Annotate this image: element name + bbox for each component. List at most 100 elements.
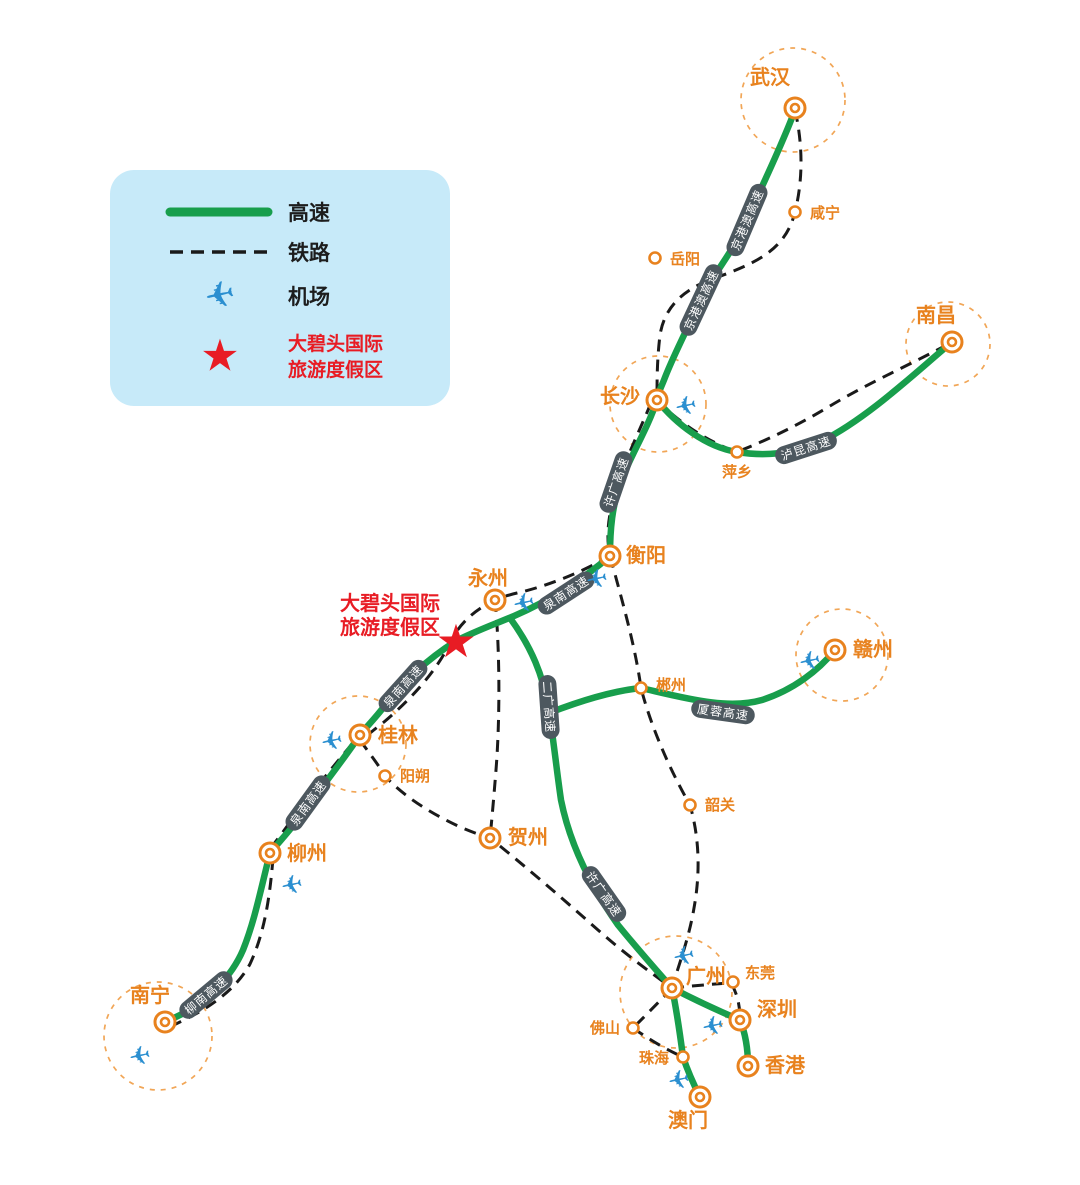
legend-railway-label: 铁路: [288, 241, 331, 265]
city-label: 咸宁: [810, 204, 840, 222]
city-marker-inner: [484, 832, 496, 844]
city-label: 南宁: [130, 983, 170, 1007]
legend-airport-label: 机场: [288, 285, 330, 309]
expressway-badge: 泉南高速: [378, 659, 428, 713]
expressway-badge-label: 二广高速: [540, 681, 559, 734]
town-marker: [378, 769, 392, 783]
city-label: 澳门: [668, 1108, 708, 1132]
town-marker: [683, 798, 697, 812]
city-marker-inner: [651, 394, 663, 406]
city-halo-circle: [619, 935, 733, 1049]
town-marker: [626, 1021, 640, 1035]
town-marker: [730, 445, 744, 459]
expressway-badge: 厦蓉高速: [691, 699, 755, 725]
city-label: 深圳: [757, 997, 797, 1021]
city-halo-circle: [103, 981, 213, 1091]
city-南昌: 南昌: [916, 303, 964, 354]
town-marker: [648, 251, 662, 265]
city-marker-inner: [159, 1016, 171, 1028]
city-marker-inner: [789, 102, 801, 114]
city-marker-inner: [604, 550, 616, 562]
city-marker-inner: [829, 644, 841, 656]
city-衡阳: 衡阳: [598, 543, 666, 568]
legend-resort-label-line2: 旅游度假区: [288, 358, 383, 381]
city-赣州: 赣州: [823, 637, 893, 662]
expressway-badge-bg: [679, 264, 723, 336]
city-广州: 广州: [660, 964, 726, 1000]
city-label: 桂林: [377, 723, 418, 747]
city-label: 东莞: [745, 964, 775, 982]
town-marker: [726, 975, 740, 989]
city-marker-inner: [694, 1091, 706, 1103]
railway-liuzhou-nanning: [166, 857, 275, 1030]
railway-hengyang-yongzhou-guilin: [360, 554, 611, 742]
city-label: 赣州: [853, 637, 893, 661]
city-岳阳: 岳阳: [648, 250, 700, 268]
expressway-badge-label: 许广高速: [583, 868, 625, 919]
city-label: 香港: [765, 1053, 806, 1077]
expressway-badge-label: 厦蓉高速: [696, 701, 750, 723]
expressway-badge: 柳南高速: [179, 971, 233, 1019]
city-阳朔: 阳朔: [378, 767, 430, 785]
resort-star-icon: ★: [435, 614, 476, 668]
city-label: 佛山: [589, 1019, 620, 1037]
city-label: 岳阳: [670, 250, 700, 268]
city-萍乡: 萍乡: [722, 445, 752, 481]
airport-icon: ✈: [126, 1040, 154, 1074]
expressway-badge-label: 京港澳高速: [680, 267, 721, 332]
highway-chenzhou-ganzhou: [545, 646, 839, 717]
city-永州: 永州: [467, 566, 508, 612]
city-南宁: 南宁: [130, 983, 177, 1034]
city-marker-inner: [946, 336, 958, 348]
city-label: 广州: [686, 964, 726, 988]
highway-nanchang-pingxiang-changsha: [653, 338, 956, 458]
expressway-badge-bg: [179, 971, 233, 1019]
city-韶关: 韶关: [683, 796, 735, 814]
city-武汉: 武汉: [750, 65, 807, 120]
city-halo-circle: [740, 47, 846, 153]
city-label: 长沙: [600, 384, 640, 408]
city-深圳: 深圳: [728, 997, 797, 1032]
town-marker: [634, 681, 648, 695]
city-halo-circle: [795, 608, 889, 702]
city-marker-inner: [734, 1014, 746, 1026]
city-柳州: 柳州: [258, 841, 327, 865]
legend-highway-label: 高速: [288, 201, 330, 225]
expressway-badge-label: 许广高速: [600, 455, 631, 509]
city-澳门: 澳门: [668, 1085, 712, 1132]
city-咸宁: 咸宁: [788, 204, 840, 222]
expressway-badge: 许广高速: [581, 866, 627, 922]
city-label: 阳朔: [400, 767, 430, 785]
highway-resort-south-guangzhou: [506, 614, 676, 992]
expressway-badge: 许广高速: [599, 451, 633, 513]
city-长沙: 长沙: [600, 384, 669, 412]
city-marker-inner: [666, 982, 678, 994]
expressway-badge: 京港澳高速: [679, 264, 723, 336]
expressway-badge-bg: [581, 866, 627, 922]
airport-icon: ✈: [318, 725, 346, 759]
city-贺州: 贺州: [478, 825, 548, 850]
city-label: 贺州: [508, 825, 548, 849]
expressway-badge-bg: [599, 451, 633, 513]
city-halo-circle: [609, 355, 707, 453]
expressway-badge-label: 泸昆高速: [779, 433, 833, 463]
airport-icon: ✈: [278, 869, 306, 903]
city-marker-inner: [489, 594, 501, 606]
town-marker: [676, 1050, 690, 1064]
airport-icon: ✈: [670, 940, 698, 974]
expressway-badge-bg: [538, 675, 560, 739]
expressway-badge-label: 泉南高速: [287, 778, 330, 829]
expressway-badge-bg: [378, 659, 428, 713]
expressway-badge-bg: [285, 775, 331, 831]
legend-panel: [110, 170, 450, 406]
city-label: 萍乡: [722, 463, 752, 481]
city-东莞: 东莞: [726, 964, 775, 989]
expressway-badge: 泉南高速: [285, 775, 331, 831]
expressway-badge-bg: [537, 571, 595, 615]
legend-resort-icon: ★: [200, 331, 239, 382]
city-香港: 香港: [736, 1053, 806, 1078]
city-label: 衡阳: [626, 543, 666, 567]
city-halo-circle: [905, 301, 991, 387]
